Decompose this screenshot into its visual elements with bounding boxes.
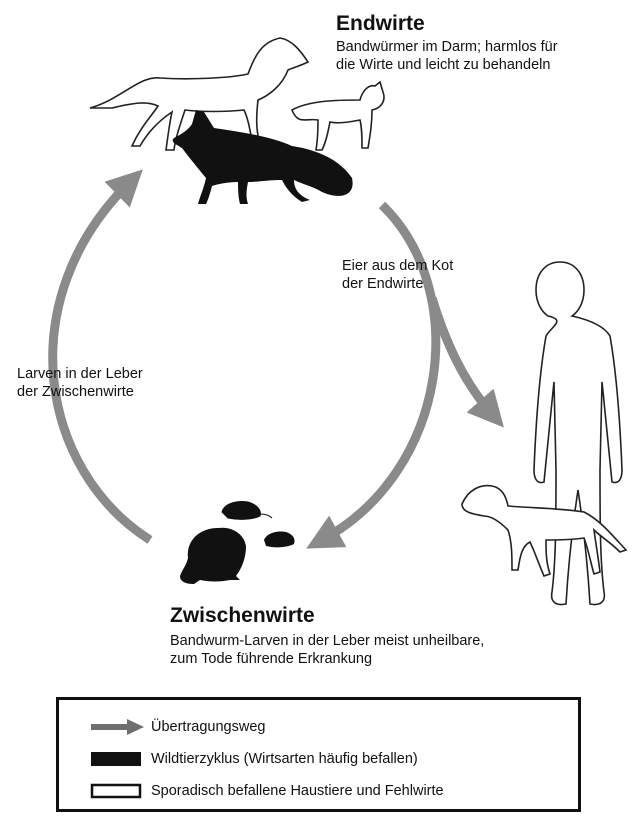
legend-row-sporadic: Sporadisch befallene Haustiere und Fehlw… <box>89 782 444 800</box>
legend-row-transmission: Übertragungsweg <box>89 718 265 736</box>
eggs-label-line-2: der Endwirte <box>342 275 423 293</box>
arrow-eggs-to-human <box>432 298 492 414</box>
white-box-icon <box>89 782 145 800</box>
human-outline-icon <box>534 262 622 605</box>
vole-silhouette-icon <box>264 531 295 547</box>
intermediate-hosts-description-line-2: zum Tode führende Erkrankung <box>170 650 372 668</box>
larvae-label-line-2: der Zwischenwirte <box>17 383 134 401</box>
gray-arrow-icon <box>89 718 145 736</box>
eggs-label-line-1: Eier aus dem Kot <box>342 257 453 275</box>
definitive-hosts-description-line-2: die Wirte und leicht zu behandeln <box>336 56 550 74</box>
larvae-label-line-1: Larven in der Leber <box>17 365 143 383</box>
mouse-silhouette-icon <box>222 501 272 519</box>
legend-label-sporadic: Sporadisch befallene Haustiere und Fehlw… <box>151 783 444 799</box>
legend-row-wildlife: Wildtierzyklus (Wirtsarten häufig befall… <box>89 750 418 768</box>
intermediate-hosts-description-line-1: Bandwurm-Larven in der Leber meist unhei… <box>170 632 484 650</box>
legend-label-transmission: Übertragungsweg <box>151 719 265 735</box>
definitive-hosts-description-line-1: Bandwürmer im Darm; harmlos für <box>336 38 558 56</box>
black-box-icon <box>89 750 145 768</box>
lifecycle-diagram <box>0 0 634 690</box>
legend: Übertragungsweg Wildtierzyklus (Wirtsart… <box>56 697 581 812</box>
arrow-eggs-to-intermediate <box>322 205 436 540</box>
definitive-hosts-title: Endwirte <box>336 12 425 36</box>
intermediate-hosts-title: Zwischenwirte <box>170 604 315 628</box>
cat-outline-icon <box>292 82 384 150</box>
beaver-silhouette-icon <box>180 528 246 584</box>
legend-label-wildlife: Wildtierzyklus (Wirtsarten häufig befall… <box>151 751 418 767</box>
arrow-larvae-to-definitive <box>53 182 150 540</box>
